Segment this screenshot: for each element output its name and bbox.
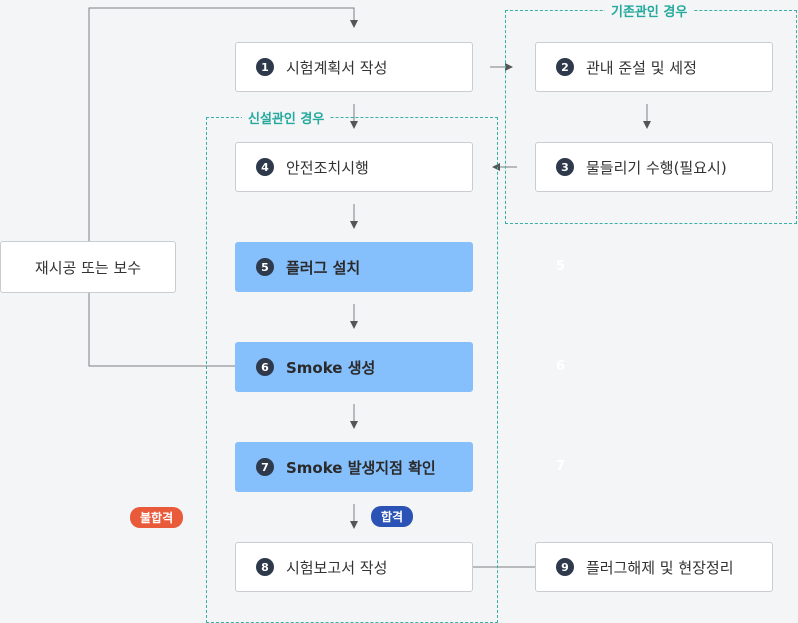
step-4-number: 4 (256, 158, 274, 176)
step-9-number: 9 (556, 558, 574, 576)
step-6-box[interactable]: 6 Smoke 생성 (235, 342, 473, 392)
step-2-number: 2 (556, 58, 574, 76)
step-4-label: 안전조치시행 (286, 158, 369, 177)
group-new-title: 신설관인 경우 (242, 108, 331, 127)
ghost-number-5: 5 (556, 259, 566, 274)
group-existing-title: 기존관인 경우 (605, 1, 694, 20)
step-7-label: Smoke 발생지점 확인 (286, 458, 436, 477)
fail-badge: 불합격 (130, 507, 184, 528)
step-3-number: 3 (556, 158, 574, 176)
rework-box[interactable]: 재시공 또는 보수 (0, 241, 176, 293)
step-5-label: 플러그 설치 (286, 258, 361, 277)
step-6-number: 6 (256, 358, 274, 376)
step-5-box[interactable]: 5 플러그 설치 (235, 242, 473, 292)
step-1-box[interactable]: 1 시험계획서 작성 (235, 42, 473, 92)
step-7-number: 7 (256, 458, 274, 476)
step-2-box[interactable]: 2 관내 준설 및 세정 (535, 42, 773, 92)
step-9-box[interactable]: 9 플러그해제 및 현장정리 (535, 542, 773, 592)
ghost-number-6: 6 (556, 359, 566, 374)
step-4-box[interactable]: 4 안전조치시행 (235, 142, 473, 192)
step-3-label: 물들리기 수행(필요시) (586, 158, 727, 177)
step-9-label: 플러그해제 및 현장정리 (586, 558, 734, 577)
rework-label: 재시공 또는 보수 (34, 258, 142, 277)
step-1-number: 1 (256, 58, 274, 76)
step-8-label: 시험보고서 작성 (286, 558, 388, 577)
step-1-label: 시험계획서 작성 (286, 58, 388, 77)
loop-top-line (88, 7, 358, 241)
step-8-number: 8 (256, 558, 274, 576)
step-7-box[interactable]: 7 Smoke 발생지점 확인 (235, 442, 473, 492)
ghost-number-7: 7 (556, 459, 566, 474)
step-5-number: 5 (256, 258, 274, 276)
step-2-label: 관내 준설 및 세정 (586, 58, 697, 77)
loop-bottom-line (88, 293, 235, 367)
step-6-label: Smoke 생성 (286, 358, 376, 377)
step-8-box[interactable]: 8 시험보고서 작성 (235, 542, 473, 592)
pass-badge: 합격 (371, 506, 414, 527)
step-3-box[interactable]: 3 물들리기 수행(필요시) (535, 142, 773, 192)
